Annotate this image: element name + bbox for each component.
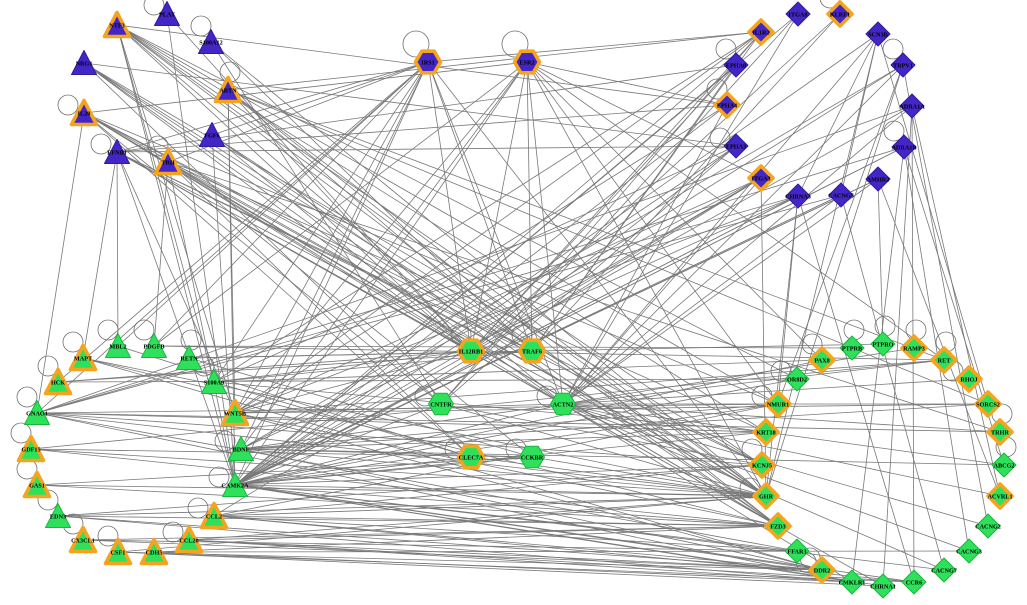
svg-text:CHRNA3: CHRNA3 — [785, 194, 811, 201]
svg-text:PTPRO: PTPRO — [873, 342, 894, 349]
svg-text:CSF1: CSF1 — [111, 550, 126, 557]
svg-text:GAS1: GAS1 — [29, 483, 45, 490]
svg-text:S100A12: S100A12 — [199, 40, 222, 47]
svg-text:DDR2: DDR2 — [814, 568, 831, 575]
svg-text:CX3CL1: CX3CL1 — [71, 538, 95, 545]
svg-text:PTPRB: PTPRB — [842, 346, 862, 353]
svg-text:BDNF: BDNF — [233, 447, 250, 454]
svg-text:RETN: RETN — [180, 356, 198, 363]
svg-text:SCN3B: SCN3B — [868, 32, 888, 39]
svg-text:CCKBR: CCKBR — [521, 455, 544, 462]
svg-text:CACNG2: CACNG2 — [975, 524, 1001, 531]
svg-text:ACVRL1: ACVRL1 — [987, 494, 1012, 501]
svg-text:EPHA8: EPHA8 — [726, 63, 746, 70]
svg-text:RET: RET — [938, 358, 952, 365]
svg-text:NRG1: NRG1 — [76, 61, 93, 68]
svg-text:HCK: HCK — [51, 380, 65, 387]
svg-text:PDGFB: PDGFB — [144, 344, 165, 351]
svg-text:TRAF6: TRAF6 — [522, 349, 542, 356]
svg-text:CCL2: CCL2 — [206, 514, 222, 521]
svg-text:IL20: IL20 — [78, 111, 91, 118]
svg-text:ACTN2: ACTN2 — [553, 402, 574, 409]
svg-text:FFAR3: FFAR3 — [787, 549, 806, 556]
svg-text:WNT5B: WNT5B — [224, 411, 246, 418]
svg-text:ADRA1B: ADRA1B — [891, 145, 916, 152]
svg-text:EDN3: EDN3 — [50, 514, 66, 521]
svg-text:TRPV1: TRPV1 — [893, 63, 913, 70]
svg-text:CLEC7A: CLEC7A — [459, 455, 484, 462]
svg-text:GNAO1: GNAO1 — [26, 411, 48, 418]
svg-text:TRHR: TRHR — [991, 430, 1009, 437]
svg-text:RHOJ: RHOJ — [960, 377, 977, 384]
svg-text:ABCG2: ABCG2 — [994, 463, 1015, 470]
svg-text:ESR2: ESR2 — [519, 60, 534, 67]
svg-text:IL1R2: IL1R2 — [752, 30, 769, 37]
svg-text:KLRF1: KLRF1 — [830, 12, 850, 19]
svg-text:CACNG3: CACNG3 — [956, 549, 982, 556]
svg-text:GHR: GHR — [759, 494, 774, 501]
svg-text:PAX8: PAX8 — [814, 358, 829, 365]
svg-text:S100A9: S100A9 — [204, 380, 224, 387]
svg-text:AMHR2: AMHR2 — [867, 177, 890, 184]
svg-text:IRS1: IRS1 — [421, 60, 434, 67]
svg-text:RAMP3: RAMP3 — [903, 346, 925, 353]
svg-text:CACNG7: CACNG7 — [931, 568, 957, 575]
svg-text:CMKLR1: CMKLR1 — [839, 580, 866, 587]
svg-text:MAPT: MAPT — [74, 356, 93, 363]
svg-text:KRT18: KRT18 — [756, 430, 775, 437]
svg-text:EFNB1: EFNB1 — [107, 150, 127, 157]
svg-text:MBL2: MBL2 — [109, 344, 126, 351]
svg-text:FZD3: FZD3 — [770, 524, 785, 531]
svg-text:GDF15: GDF15 — [21, 447, 40, 454]
svg-text:NMUR1: NMUR1 — [767, 402, 789, 409]
svg-text:FGF6: FGF6 — [204, 133, 219, 140]
svg-text:ITGA3: ITGA3 — [752, 176, 771, 183]
svg-text:CNTFR: CNTFR — [430, 402, 452, 409]
svg-text:OR8D2: OR8D2 — [787, 377, 807, 384]
svg-text:EPHA4: EPHA4 — [717, 103, 737, 110]
svg-text:KCNJ5: KCNJ5 — [752, 463, 772, 470]
svg-text:IL12RB1: IL12RB1 — [459, 349, 483, 356]
svg-text:PLAT: PLAT — [159, 12, 176, 19]
svg-text:CCR6: CCR6 — [906, 580, 923, 587]
svg-text:CHRNA1: CHRNA1 — [870, 584, 896, 591]
svg-text:CACNG5: CACNG5 — [828, 193, 854, 200]
svg-text:NTF3: NTF3 — [109, 23, 124, 30]
svg-text:ITGA8: ITGA8 — [789, 12, 808, 19]
svg-text:ADRA1A: ADRA1A — [899, 104, 925, 111]
svg-text:CAMK2A: CAMK2A — [221, 483, 249, 490]
svg-text:TRH: TRH — [161, 160, 175, 167]
svg-text:CCL20: CCL20 — [179, 538, 198, 545]
svg-text:CDH5: CDH5 — [146, 550, 163, 557]
svg-text:SORCS2: SORCS2 — [976, 402, 1000, 409]
svg-text:ARTN: ARTN — [219, 88, 237, 95]
svg-text:EPHA3: EPHA3 — [726, 144, 746, 151]
